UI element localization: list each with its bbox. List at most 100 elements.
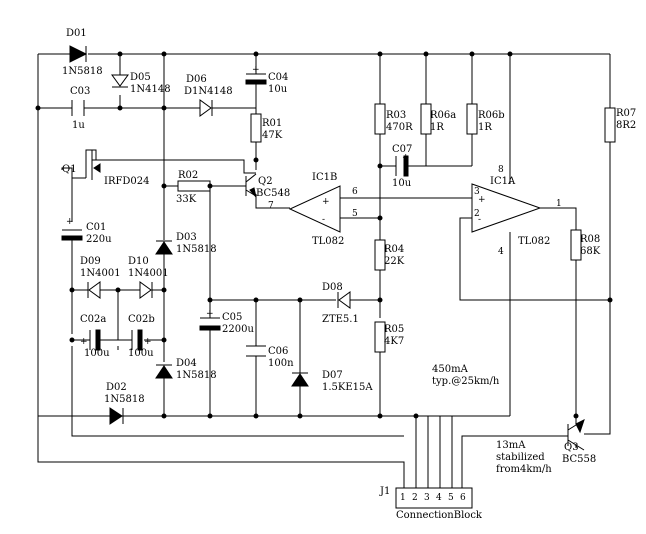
d03-value: 1N5818: [176, 244, 217, 255]
j1-pin-3: 3: [424, 493, 430, 503]
d02-value: 1N5818: [104, 394, 145, 405]
note-13ma-speed: from4km/h: [496, 464, 552, 475]
d10-symbol: [139, 281, 153, 299]
ic1b-ref: IC1B: [312, 172, 337, 183]
c02b-plus: +: [144, 337, 152, 347]
r02-ref: R02: [178, 170, 198, 181]
r05-symbol: [374, 321, 386, 353]
r03-ref: R03: [386, 110, 406, 121]
c04-plus: +: [252, 65, 260, 75]
d07-symbol: [291, 372, 309, 387]
ic1a-ref: IC1A: [490, 176, 516, 187]
d04-symbol: [155, 364, 173, 379]
r06a-symbol: [420, 103, 432, 135]
r07-symbol: [604, 107, 616, 143]
d01-ref: D01: [66, 28, 87, 39]
note-450ma-speed: typ.@25km/h: [432, 376, 500, 387]
ic1b-value: TL082: [312, 236, 344, 247]
c01-plus: +: [66, 217, 74, 227]
d07-ref: D07: [322, 370, 343, 381]
j1-value: ConnectionBlock: [396, 510, 483, 521]
d05-ref: D05: [130, 72, 151, 83]
d06-ref: D06: [186, 74, 207, 85]
r03-symbol: [374, 103, 386, 135]
r05-ref: R05: [384, 324, 404, 335]
c02a-value: 100u: [84, 348, 110, 359]
j1-pin-6: 6: [460, 493, 466, 503]
j1-pin-5: 5: [448, 493, 454, 503]
c04-value: 10u: [268, 84, 288, 95]
ic1a-symbol: [471, 183, 542, 233]
d01-value: 1N5818: [62, 66, 103, 77]
d02-symbol: [109, 407, 124, 425]
ic1b-plus: +: [322, 197, 330, 207]
d04-ref: D04: [176, 358, 197, 369]
pin-ic1a-1: 1: [556, 199, 562, 209]
d09-value: 1N4001: [80, 268, 121, 279]
q1-value: IRFD024: [104, 176, 150, 187]
d09-ref: D09: [80, 256, 101, 267]
r06b-value: 1R: [478, 122, 492, 133]
c03-value: 1u: [72, 120, 85, 131]
pin-ic1a-3: 3: [474, 187, 480, 197]
q1-symbol: [85, 150, 101, 180]
r08-symbol: [570, 229, 582, 261]
d06-value: D1N4148: [184, 86, 233, 97]
r03-value: 470R: [386, 122, 413, 133]
r08-ref: R08: [580, 234, 600, 245]
r04-symbol: [374, 239, 386, 271]
d08-symbol: [337, 291, 351, 309]
r01-symbol: [250, 113, 262, 143]
q2-symbol: [245, 173, 257, 198]
q3-value: BC558: [562, 454, 596, 465]
ic1b-symbol: [288, 185, 341, 233]
r06a-value: 1R: [430, 122, 444, 133]
c04-symbol: [245, 73, 267, 85]
ic1b-minus: -: [322, 215, 325, 225]
wires: [37, 53, 611, 488]
c02a-ref: C02a: [80, 314, 106, 325]
d05-symbol: [111, 74, 129, 88]
c07-ref: C07: [392, 144, 412, 155]
ic1a-minus: -: [478, 215, 481, 225]
q1-ref: Q1: [62, 164, 77, 175]
c05-value: 2200u: [222, 324, 254, 335]
q3-ref: Q3: [564, 442, 579, 453]
d01-symbol: [69, 45, 88, 63]
c07-plus: +: [402, 153, 410, 163]
r04-ref: R04: [384, 244, 404, 255]
d07-value: 1.5KE15A: [322, 382, 373, 393]
note-13ma: 13mA: [496, 440, 526, 451]
q3-symbol: [567, 419, 585, 451]
r06a-ref: R06a: [430, 110, 456, 121]
c02b-ref: C02b: [128, 314, 155, 325]
c06-symbol: [246, 345, 266, 357]
pin-ic1b-6: 6: [352, 187, 358, 197]
c03-ref: C03: [70, 86, 90, 97]
c01-value: 220u: [86, 234, 112, 245]
d05-value: 1N4148: [130, 84, 171, 95]
j1-ref: J1: [379, 486, 390, 497]
d06-symbol: [199, 99, 213, 117]
c05-plus: +: [206, 309, 214, 319]
c07-symbol: [395, 155, 409, 177]
c01-ref: C01: [86, 222, 106, 233]
r02-value: 33K: [176, 194, 197, 205]
c06-value: 100n: [268, 358, 294, 369]
ic1a-plus: +: [478, 195, 486, 205]
j1-pin-2: 2: [412, 493, 418, 503]
c07-value: 10u: [392, 178, 412, 189]
r05-value: 4K7: [384, 336, 404, 347]
c01-symbol: [61, 229, 83, 241]
q2-value: BC548: [256, 188, 290, 199]
c05-symbol: [199, 317, 221, 331]
j1-pin-4: 4: [436, 493, 442, 503]
d09-symbol: [87, 281, 101, 299]
d10-ref: D10: [128, 256, 149, 267]
r01-ref: R01: [262, 118, 282, 129]
r06b-ref: R06b: [478, 110, 505, 121]
r07-value: 8R2: [616, 120, 636, 131]
d10-value: 1N4001: [128, 268, 169, 279]
